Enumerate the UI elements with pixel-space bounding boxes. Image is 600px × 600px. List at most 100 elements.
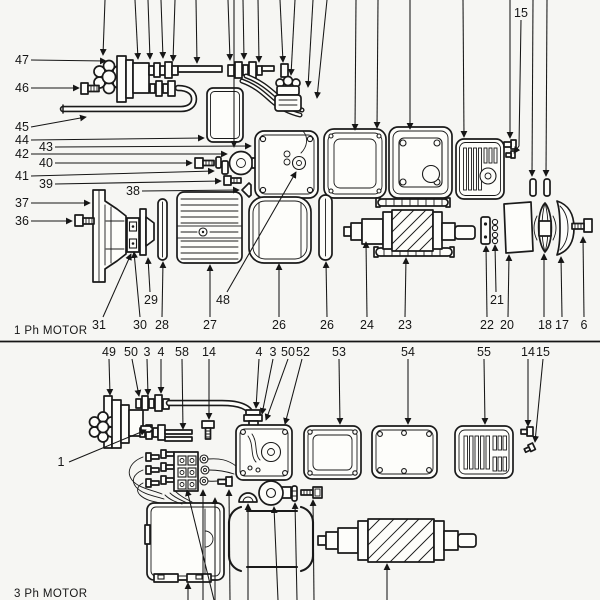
part-speed-switch-assembly [93, 55, 275, 103]
leader-line-21 [491, 244, 499, 293]
leader-line-29 [144, 257, 152, 293]
part-bearing-kit-30-31 [126, 217, 140, 253]
part-capacitor-box [206, 87, 244, 143]
leader-line-44 [30, 134, 205, 142]
leader-line-39 [54, 177, 222, 185]
leader-line-1 [68, 429, 147, 463]
part-spring-washer-29 [139, 208, 155, 256]
callout-number-15: 15 [536, 345, 550, 359]
callout-number-26: 26 [272, 318, 286, 332]
part-armature-1ph [343, 197, 476, 258]
leader-line-47 [30, 57, 107, 65]
callout-number-50: 50 [281, 345, 295, 359]
leader-line-49 [106, 358, 114, 396]
part-gasket-ring-26 [318, 194, 333, 261]
part-centrifugal-switch [274, 63, 302, 112]
leader-line-31 [102, 253, 132, 318]
callout-number-54: 54 [401, 345, 415, 359]
callout-number-31: 31 [92, 318, 106, 332]
callout-number-4: 4 [256, 345, 263, 359]
leader-line-48 [226, 171, 297, 293]
section-label-3ph: 3 Ph MOTOR [14, 588, 87, 600]
callout-number-52: 52 [296, 345, 310, 359]
leader-line-50 [131, 358, 142, 397]
part-vent-cover-1ph [455, 138, 505, 200]
leader-line-43 [54, 142, 252, 150]
part-screw-14b [520, 426, 534, 437]
part-terminal-strip [173, 451, 199, 492]
callout-number-41: 41 [15, 169, 29, 183]
part-small-pins-21 [491, 218, 499, 245]
callout-number-36: 36 [15, 214, 29, 228]
callout-number-29: 29 [144, 293, 158, 307]
callout-number-23: 23 [398, 318, 412, 332]
leader-line-4 [252, 358, 260, 409]
callout-number-30: 30 [133, 318, 147, 332]
callout-number-14: 14 [202, 345, 216, 359]
part-motor-frame-3ph [144, 490, 225, 583]
callout-number-50: 50 [124, 345, 138, 359]
section-label-1ph: 1 Ph MOTOR [14, 325, 87, 337]
part-stator-winding-26 [248, 196, 312, 264]
leader-line-24 [362, 241, 370, 318]
part-cover-gasket-53 [303, 425, 362, 480]
callout-number-14: 14 [521, 345, 535, 359]
part-pin-keys [529, 178, 551, 197]
part-cover-54 [371, 425, 438, 479]
part-bolt-46 [80, 82, 100, 95]
callout-number-20: 20 [500, 318, 514, 332]
part-flange-endshield-37 [92, 189, 127, 283]
callout-number-42: 42 [15, 147, 29, 161]
part-dome-grommet [238, 492, 258, 503]
part-stud-bolts [145, 449, 175, 488]
part-screw-15c [523, 442, 537, 454]
callout-number-15: 15 [514, 6, 528, 20]
callout-number-45: 45 [15, 120, 29, 134]
callout-number-26: 26 [320, 318, 334, 332]
callout-number-46: 46 [15, 81, 29, 95]
callout-number-53: 53 [332, 345, 346, 359]
leader-line-52 [283, 358, 303, 425]
part-ring-grommet [258, 480, 292, 506]
part-bent-tube [59, 84, 198, 114]
callout-number-43: 43 [39, 140, 53, 154]
leader-line-30 [131, 251, 141, 318]
callout-number-55: 55 [477, 345, 491, 359]
part-rivet-pin [291, 485, 298, 502]
callout-number-49: 49 [102, 345, 116, 359]
leader-line-20 [505, 254, 513, 318]
leader-line-53 [336, 358, 344, 425]
leader-line-38 [141, 186, 240, 194]
callout-number-58: 58 [175, 345, 189, 359]
leader-line-3 [259, 358, 274, 415]
callout-number-1: 1 [58, 455, 65, 469]
part-speed-switch-3ph [88, 394, 263, 449]
part-fan-18 [533, 202, 557, 253]
leader-line-6 [579, 236, 587, 318]
callout-number-17: 17 [555, 318, 569, 332]
callout-number-44: 44 [15, 133, 29, 147]
callout-number-37: 37 [15, 196, 29, 210]
callout-number-24: 24 [360, 318, 374, 332]
part-bolt-40 [194, 157, 215, 169]
part-screw-15b [505, 150, 516, 159]
leader-line-23 [402, 257, 410, 318]
part-screw-small [217, 476, 233, 487]
part-pins-41 [215, 156, 229, 175]
callout-number-28: 28 [155, 318, 169, 332]
part-thrust-disc-28 [157, 198, 168, 261]
leader-line-41 [30, 167, 215, 177]
part-bearing-plate-cover [388, 126, 453, 199]
leader-line-28 [159, 261, 167, 318]
part-spacer-plate-20 [503, 201, 534, 254]
part-armature-3ph [317, 518, 477, 563]
part-ring-terminals [199, 454, 237, 486]
callout-number-18: 18 [538, 318, 552, 332]
part-bolt-14 [201, 420, 215, 440]
leader-line-45 [30, 114, 87, 128]
part-brush-key-22 [480, 216, 491, 245]
leader-line-22 [482, 245, 490, 318]
callout-number-6: 6 [581, 318, 588, 332]
